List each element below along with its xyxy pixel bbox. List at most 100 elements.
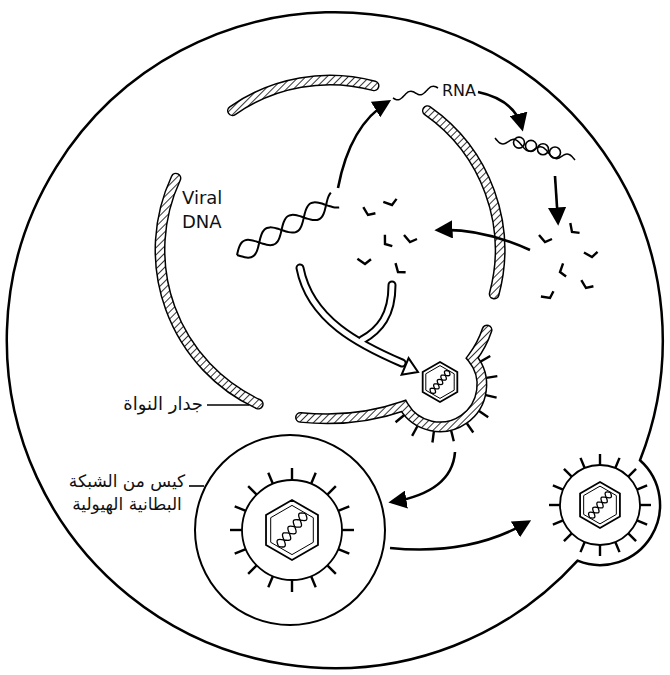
envelope-spike — [640, 504, 651, 506]
er-vesicle — [195, 435, 385, 625]
envelope-spike — [268, 473, 273, 484]
envelope-spike — [486, 376, 497, 378]
assembly-arrow-head — [402, 358, 418, 375]
viral-protein — [567, 223, 582, 236]
viral-protein — [393, 263, 408, 275]
viral-protein — [404, 235, 417, 242]
envelope-spike — [338, 549, 349, 554]
envelope-spike — [553, 520, 563, 524]
envelope-spike — [615, 458, 619, 468]
dna-label: Viral DNA — [182, 186, 234, 235]
generated-details — [230, 86, 651, 592]
nuclear-envelope-hatch — [428, 111, 501, 294]
envelope-spike — [486, 395, 497, 397]
envelope-spike — [467, 424, 473, 433]
protein-arrow — [555, 176, 558, 222]
capsid — [580, 482, 620, 528]
envelope-spike — [311, 576, 316, 587]
envelope-spike — [235, 549, 246, 554]
er-vesicle-label: كيس من الشبكة البطانية الهيولية — [68, 470, 186, 516]
nuclear-envelope-segment — [428, 111, 501, 294]
envelope-spike — [432, 432, 433, 443]
cell-membrane — [7, 12, 663, 668]
envelope-spike — [338, 506, 349, 511]
assembly-arrow-inner — [300, 268, 402, 363]
capsid-inner — [584, 486, 617, 524]
dna-strand — [237, 193, 331, 255]
ribosome — [514, 137, 525, 148]
rna-strand — [393, 86, 438, 100]
envelope-spike — [637, 485, 647, 489]
envelopment-arrow — [392, 452, 455, 502]
envelope-spike — [248, 486, 256, 494]
nuclear-envelope-hatch — [301, 330, 488, 427]
assembly-arrow-inner — [362, 285, 392, 340]
envelope-spike — [291, 468, 293, 480]
envelope-spike — [311, 473, 316, 484]
capsid — [423, 362, 458, 402]
envelope-spike — [479, 411, 488, 417]
envelope-spike — [615, 542, 619, 552]
viral-protein — [580, 280, 594, 289]
ribosome — [526, 140, 537, 151]
envelope-spike — [327, 486, 335, 494]
envelope-spike — [637, 520, 647, 524]
envelope-spike — [564, 469, 572, 477]
capsid — [266, 500, 318, 560]
viral-protein — [380, 235, 394, 249]
nuclear-envelope-segment — [301, 330, 488, 427]
envelope-spike — [580, 458, 584, 468]
nuclear-envelope-hatch — [233, 80, 375, 111]
envelope-spike — [268, 576, 273, 587]
viral-protein — [357, 255, 371, 265]
envelope-spike — [628, 469, 636, 477]
capsid-inner — [426, 366, 454, 399]
capsid-inner — [271, 505, 314, 554]
dna-strand — [279, 514, 307, 547]
envelope-spike — [549, 504, 560, 506]
envelope-spike — [235, 506, 246, 511]
envelope-spike — [396, 415, 404, 422]
envelope-spike — [342, 529, 354, 531]
envelope-spike — [327, 565, 335, 573]
nuclear-envelope-hatch — [160, 178, 258, 404]
envelope-spike — [580, 542, 584, 552]
envelope-spike — [412, 426, 417, 436]
envelope-spike — [564, 533, 572, 541]
assembly-arrow — [300, 268, 418, 375]
ribosome — [538, 144, 549, 155]
translation-arrow — [478, 92, 522, 128]
assembly-arrow-outline — [300, 268, 402, 363]
nuclear-envelope-segment — [160, 178, 258, 404]
envelope-spike — [628, 533, 636, 541]
process-arrows — [338, 92, 558, 550]
viral-protein — [557, 263, 570, 278]
assembly-arrow-outline — [362, 285, 392, 340]
envelope-spike — [248, 565, 256, 573]
nuclear-envelope — [160, 80, 500, 427]
leader-line — [207, 404, 249, 406]
viral-envelope — [560, 465, 640, 545]
viral-protein — [584, 248, 599, 259]
envelope-spike — [599, 454, 601, 465]
envelope-spike — [553, 485, 563, 489]
dna-strand — [430, 371, 449, 393]
rna-label: RNA — [442, 80, 476, 102]
release-arrow — [390, 522, 528, 550]
leader-line — [189, 485, 204, 487]
dna-strand — [589, 492, 611, 518]
dna-strand — [277, 513, 305, 546]
transcription-arrow — [338, 102, 388, 188]
envelope-spike — [599, 545, 601, 556]
envelope-spike — [451, 431, 454, 442]
nuclear-envelope-segment — [233, 80, 375, 111]
dna-strand — [590, 492, 612, 518]
import-arrow — [438, 230, 530, 250]
envelope-spike — [230, 529, 242, 531]
polysome-rna — [495, 138, 575, 160]
viral-protein — [362, 207, 376, 216]
viral-protein — [383, 195, 398, 208]
